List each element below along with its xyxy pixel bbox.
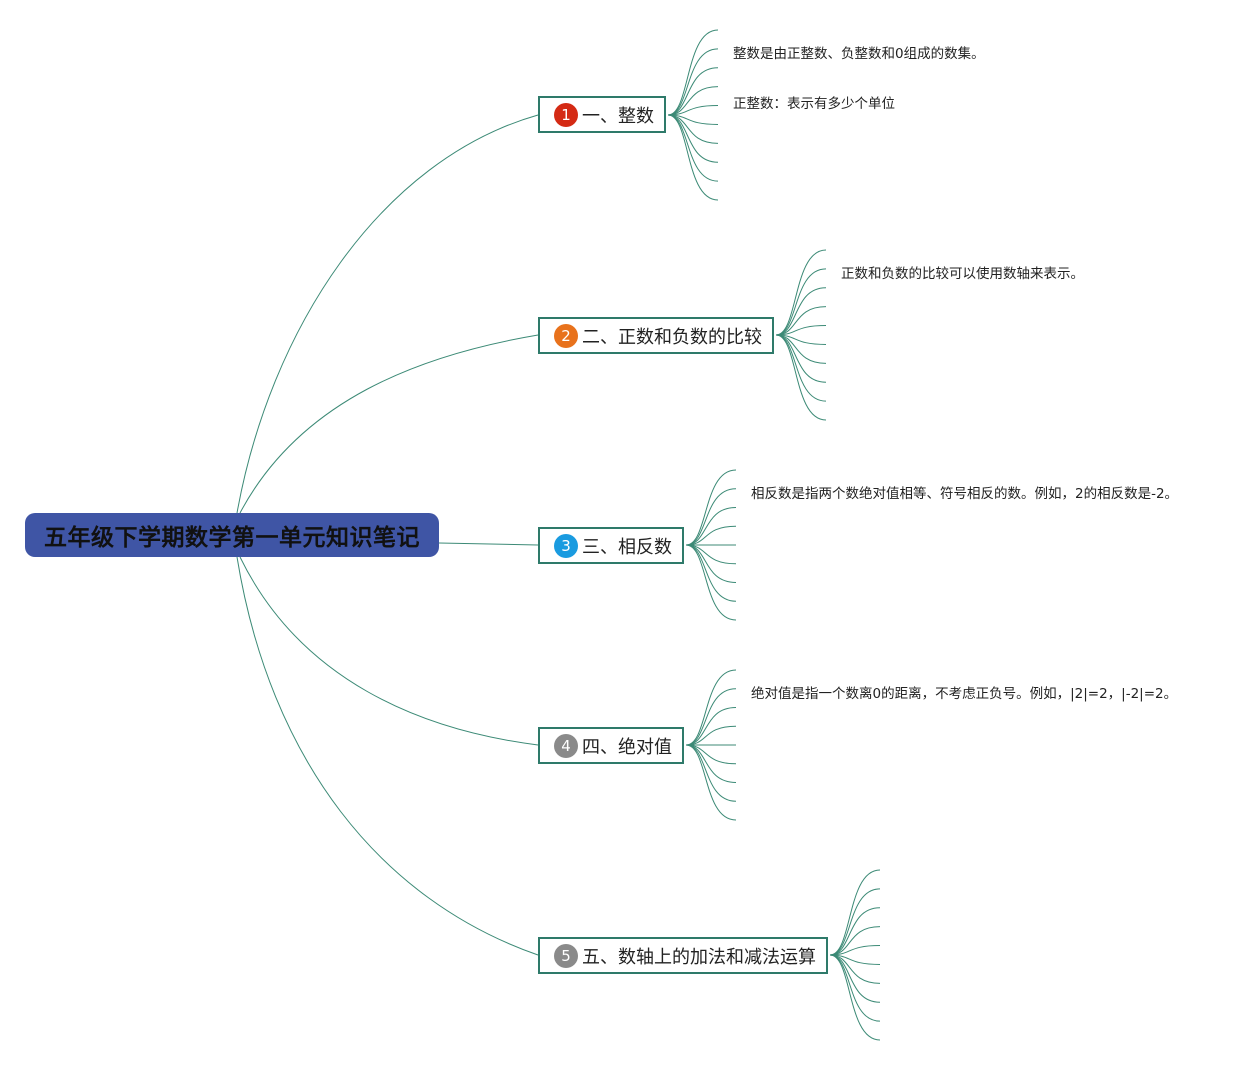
number-badge-1: 1 [554,102,578,127]
note-absolute-definition: 绝对值是指一个数离0的距离，不考虑正负号。例如，|2|=2，|-2|=2。 [751,686,1178,702]
note-integers-definition: 整数是由正整数、负整数和0组成的数集。 [733,46,985,62]
branch-topic-4-9 [685,744,737,821]
connector-root-topic-4 [239,556,539,746]
branch-topic-2-1 [775,249,827,336]
branch-topic-3-3 [685,507,737,546]
root-node[interactable]: 五年级下学期数学第一单元知识笔记 [25,513,439,557]
number-badge-3: 3 [554,533,578,558]
branch-topic-4-4 [685,725,737,746]
branch-topic-3-9 [685,544,737,621]
branch-topic-4-2 [685,688,737,746]
topic-integers[interactable]: 1 一、整数 [538,96,666,133]
branch-topic-5-5 [829,945,881,956]
connector-root-topic-2 [239,334,539,514]
note-opposite-definition: 相反数是指两个数绝对值相等、符号相反的数。例如，2的相反数是-2。 [751,486,1179,502]
branch-topic-2-8 [775,334,827,383]
branch-topic-2-2 [775,268,827,336]
branch-topic-5-7 [829,954,881,984]
branch-topic-4-8 [685,744,737,802]
branch-topic-5-1 [829,869,881,956]
topic-label: 五、数轴上的加法和减法运算 [582,946,816,968]
branch-topic-5-10 [829,954,881,1041]
branch-topic-3-2 [685,488,737,546]
branch-topic-1-7 [667,114,719,144]
branch-topic-2-5 [775,325,827,336]
note-compare-number-line: 正数和负数的比较可以使用数轴来表示。 [841,266,1084,282]
topic-compare-pos-neg[interactable]: 2 二、正数和负数的比较 [538,317,774,354]
branch-topic-2-3 [775,287,827,336]
branch-topic-1-3 [667,67,719,116]
topic-label: 二、正数和负数的比较 [582,326,762,348]
branch-topic-3-8 [685,544,737,602]
topic-absolute-value[interactable]: 4 四、绝对值 [538,727,684,764]
branch-topic-3-4 [685,525,737,546]
connector-root-topic-1 [236,114,539,514]
branch-topic-2-7 [775,334,827,364]
branch-topic-1-2 [667,48,719,116]
number-badge-2: 2 [554,323,578,348]
branch-topic-1-5 [667,105,719,116]
number-badge-4: 4 [554,733,578,758]
branch-topic-1-10 [667,114,719,201]
note-positive-integers: 正整数：表示有多少个单位 [733,96,895,112]
branch-topic-5-8 [829,954,881,1003]
branch-topic-1-8 [667,114,719,163]
topic-label: 一、整数 [582,105,654,127]
number-badge-5: 5 [554,943,578,968]
branch-topic-5-3 [829,907,881,956]
branch-topic-4-1 [685,669,737,746]
topic-label: 四、绝对值 [582,736,672,758]
branch-topic-2-10 [775,334,827,421]
branch-topic-3-1 [685,469,737,546]
branch-topic-5-2 [829,888,881,956]
root-title: 五年级下学期数学第一单元知识笔记 [44,525,420,551]
connector-root-topic-3 [438,542,539,546]
branch-topic-1-1 [667,29,719,116]
topic-number-line-add-subtract[interactable]: 5 五、数轴上的加法和减法运算 [538,937,828,974]
topic-label: 三、相反数 [582,536,672,558]
connector-root-topic-5 [236,556,539,956]
topic-opposite-numbers[interactable]: 3 三、相反数 [538,527,684,564]
branch-topic-4-3 [685,707,737,746]
